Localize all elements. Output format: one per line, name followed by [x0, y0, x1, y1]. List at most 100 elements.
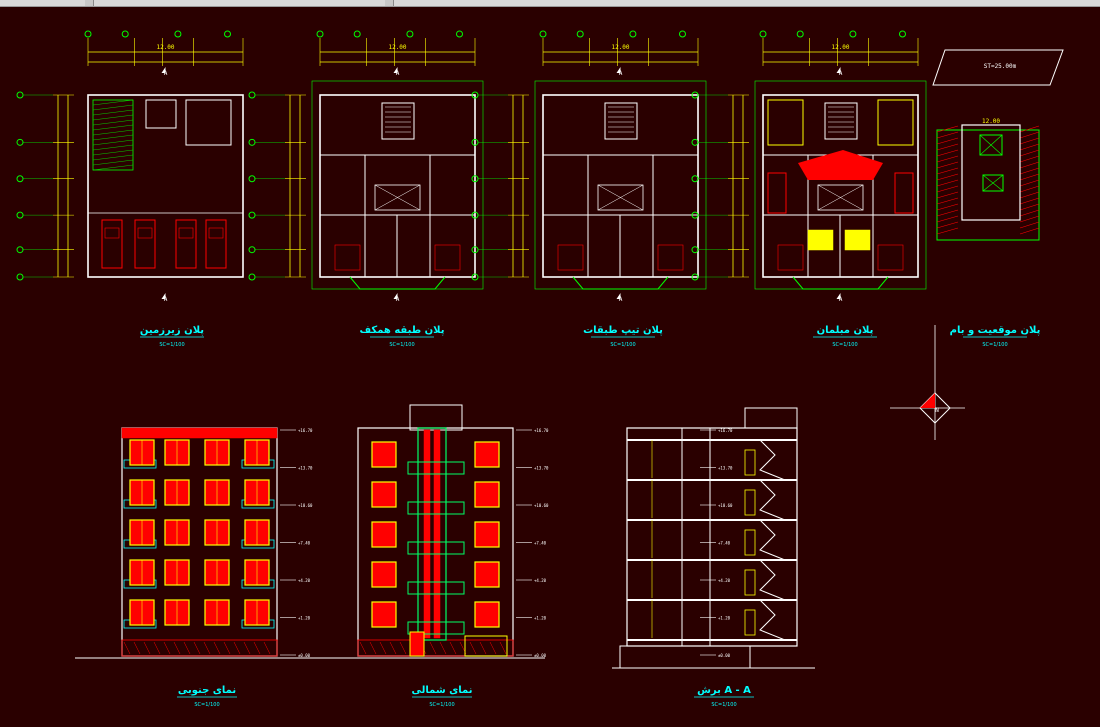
north-letter: N: [935, 407, 939, 414]
brick-hatch: [233, 641, 241, 655]
roof-outline: [961, 124, 1021, 221]
basement-section: [619, 645, 751, 669]
level-label: +13.70: [718, 466, 733, 471]
site-hatch: [1019, 221, 1040, 229]
stair-core: [604, 102, 638, 140]
bath-fixture: [877, 244, 904, 271]
window: [474, 441, 500, 468]
window: [371, 441, 397, 468]
grid-axis-bubble: [539, 30, 547, 38]
plan-title: پلان مبلمان: [817, 325, 874, 336]
section-arrow: [616, 67, 621, 73]
stair-flight: [759, 439, 786, 481]
site-hatch: [1019, 149, 1040, 157]
balcony-rail: [407, 581, 465, 595]
plan-title: پلان موقعیت و بام: [950, 325, 1041, 336]
brick-hatch: [359, 641, 367, 655]
entrance-door: [409, 631, 425, 657]
kitchen-cabinet: [877, 99, 914, 146]
brick-hatch: [153, 641, 161, 655]
floor-plan-3: 12.00A A: [471, 30, 707, 303]
light-well: [597, 184, 644, 211]
parked-car: [205, 219, 227, 269]
site-hatch: [936, 191, 959, 199]
plan-scale: SC=1/100: [159, 342, 184, 348]
balcony-outline: [792, 276, 889, 290]
street-label-box: [932, 49, 1064, 86]
plan-width-label: 12.00: [611, 44, 629, 51]
brick-hatch: [253, 641, 261, 655]
brick-hatch: [379, 641, 387, 655]
site-hatch: [1019, 167, 1040, 175]
light-well-x: [597, 184, 644, 211]
floor-plan-2: 12.00A A: [248, 30, 484, 303]
ramp-hatch: [92, 109, 134, 116]
site-hatch: [936, 125, 959, 133]
sofa: [894, 172, 914, 214]
balcony-outline: [572, 276, 669, 290]
site-hatch: [1019, 197, 1040, 205]
level-label: +1.20: [534, 616, 547, 621]
level-label: +10.60: [718, 503, 733, 508]
site-hatch: [1019, 185, 1040, 193]
plan-title: پلان طبقه همکف: [360, 325, 445, 336]
plan-title: پلان زیرزمین: [140, 325, 204, 336]
grid-axis-bubble: [248, 175, 256, 183]
grid-axis-bubble: [899, 30, 906, 38]
car-windshield: [178, 227, 194, 239]
site-hatch: [1019, 191, 1040, 199]
toolbar-button[interactable]: [85, 0, 94, 6]
level-label: ±0.00: [534, 653, 547, 658]
south-elevation: +16.70+13.70+10.60+7.40+4.20+1.20±0.00: [121, 427, 313, 658]
toolbar-button[interactable]: [385, 0, 394, 6]
grid-axis-bubble: [629, 30, 637, 38]
plan-scale: SC=1/100: [389, 342, 414, 348]
ramp-hatch: [92, 154, 134, 161]
site-hatch: [936, 185, 959, 193]
grid-axis-bubble: [691, 175, 699, 183]
brick-hatch: [193, 641, 201, 655]
site-hatch: [1019, 209, 1040, 217]
roof-light-box: [982, 174, 1004, 192]
grid-axis-bubble: [679, 30, 686, 38]
window: [371, 601, 397, 628]
section-arrow: [836, 67, 841, 73]
section-marker: A: [396, 296, 400, 303]
grid-axis-bubble: [248, 211, 256, 219]
grid-axis-bubble: [121, 30, 129, 38]
section-marker: A: [396, 70, 400, 77]
service-room: [185, 99, 232, 146]
plan-scale: SC=1/100: [610, 342, 635, 348]
bath-fixture: [777, 244, 804, 271]
brick-hatch: [429, 641, 437, 655]
grid-axis-bubble: [796, 30, 804, 38]
section-marker: A: [619, 296, 623, 303]
parked-car: [101, 219, 123, 269]
level-label: ±0.00: [298, 653, 311, 658]
level-label: +4.20: [718, 578, 731, 583]
brick-hatch: [263, 641, 271, 655]
elevation-title: نمای شمالی: [411, 685, 472, 696]
site-hatch: [936, 179, 959, 187]
section-marker: A: [619, 70, 623, 77]
brick-hatch: [479, 641, 487, 655]
car-windshield: [208, 227, 224, 239]
section-arrow: [393, 67, 398, 73]
site-hatch: [1019, 161, 1040, 169]
ramp-hatch: [92, 119, 134, 126]
light-well: [374, 184, 421, 211]
site-hatch: [1019, 227, 1040, 235]
stair-tower: [409, 404, 463, 431]
site-hatch: [936, 149, 959, 157]
plan-width-label: 12.00: [388, 44, 406, 51]
site-hatch: [936, 215, 959, 223]
site-hatch: [936, 143, 959, 151]
site-hatch: [936, 155, 959, 163]
kitchen-cabinet: [767, 99, 804, 146]
grid-axis-bubble: [16, 211, 24, 219]
grid-axis-bubble: [174, 30, 182, 38]
level-label: ±0.00: [718, 653, 731, 658]
ramp-hatch: [92, 99, 134, 106]
